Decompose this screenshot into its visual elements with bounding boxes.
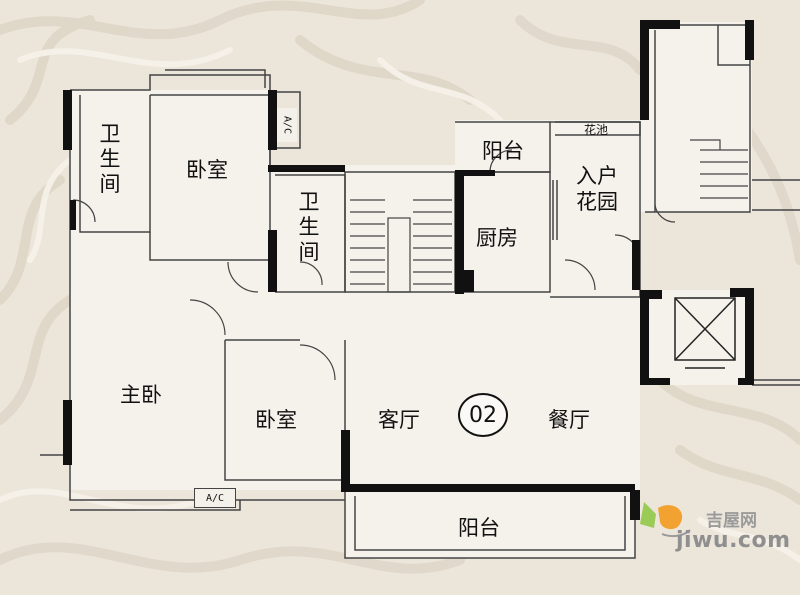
right-tower-floor xyxy=(640,22,752,212)
wall-kitchen-top xyxy=(455,170,495,176)
wall-garden-right xyxy=(632,240,640,290)
balcony-top-box xyxy=(165,69,266,88)
ac-unit-bottom: A/C xyxy=(194,488,236,508)
wall-left-top xyxy=(63,90,72,150)
right-tower-wall xyxy=(645,24,751,213)
master-bath-wall xyxy=(79,95,151,233)
wall-lift-right xyxy=(730,288,752,297)
kitchen-window xyxy=(552,180,558,240)
room-label-living-room: 客厅 xyxy=(378,408,420,432)
wall-tower-right xyxy=(745,20,754,60)
lift-car xyxy=(674,297,736,361)
wall-tower-top xyxy=(640,20,680,29)
bottom-outer-line xyxy=(70,500,241,511)
right-outer-line xyxy=(752,179,800,386)
kitchen-wall xyxy=(455,171,551,293)
wall-kitchen-sm xyxy=(462,270,474,292)
ac-top-box xyxy=(275,91,301,149)
room-label-dining-room: 餐厅 xyxy=(548,408,590,432)
room-label-bathroom-master: 卫生间 xyxy=(99,122,121,196)
wall-lift-left xyxy=(640,290,662,299)
wall-bottom xyxy=(345,484,635,492)
planter-box xyxy=(555,121,641,136)
room-label-planter: 花池 xyxy=(584,123,609,137)
balcony-bottom-floor xyxy=(345,490,635,558)
wall-balcony-right xyxy=(630,490,640,520)
wall-centerbath-left xyxy=(268,230,277,292)
balcony-inner-line xyxy=(354,496,626,551)
bedroom-bottom-wall xyxy=(224,339,345,481)
wall-lift-lv xyxy=(640,290,649,385)
tower-top-box xyxy=(717,25,750,66)
balcony-bottom-wall xyxy=(344,490,636,559)
wall-kitchen-left xyxy=(455,172,464,294)
wall-topbath xyxy=(268,90,277,150)
wall-centerbath-top xyxy=(268,165,345,172)
kitchen-garden-floor xyxy=(345,120,640,490)
wall-lift-rv xyxy=(745,288,754,385)
room-label-kitchen: 厨房 xyxy=(476,226,518,250)
watermark-url: jiwu.com xyxy=(676,528,791,553)
wall-living-left xyxy=(341,430,350,492)
wall-left-sm xyxy=(70,200,76,230)
watermark: 吉屋网 jiwu.com xyxy=(632,494,792,564)
room-label-balcony-top: 阳台 xyxy=(482,139,524,163)
master-bedroom-floor xyxy=(70,90,345,490)
ac-unit-top: A/C xyxy=(277,108,297,142)
wall-lift-bottom xyxy=(640,378,670,385)
room-label-bedroom-top: 卧室 xyxy=(186,158,228,182)
unit-number-badge: 02 xyxy=(458,393,508,437)
watermark-brand: 吉屋网 xyxy=(706,511,757,531)
bedroom-top-wall xyxy=(149,94,271,261)
room-label-master-bedroom: 主卧 xyxy=(120,383,162,407)
room-label-balcony-bottom: 阳台 xyxy=(458,516,500,540)
watermark-logo-icon xyxy=(640,502,691,538)
wall-left-mid xyxy=(63,400,72,465)
wall-tower-left xyxy=(640,20,649,120)
room-label-bathroom-center: 卫生间 xyxy=(298,190,320,264)
wall-right-stub xyxy=(738,378,754,385)
room-label-bedroom-bottom: 卧室 xyxy=(255,408,297,432)
room-label-entry-garden: 入户花园 xyxy=(576,164,618,214)
center-block-floor xyxy=(270,165,455,292)
